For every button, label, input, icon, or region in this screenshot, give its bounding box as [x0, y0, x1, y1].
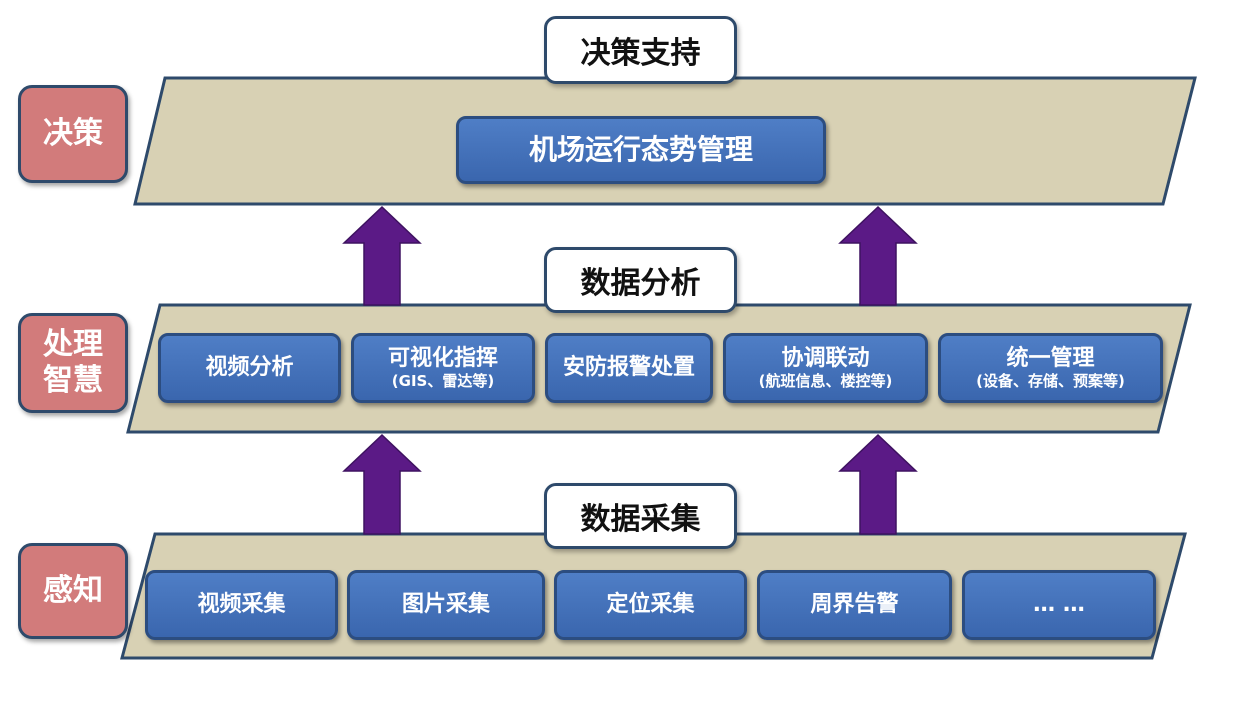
box-main-text: 定位采集 — [606, 592, 695, 618]
side-label-processing: 处理 智慧 — [18, 313, 128, 413]
box-main-text: 统一管理 — [1006, 346, 1095, 372]
box-security-alarm: 安防报警处置 — [545, 333, 713, 403]
layer-title-data-collection: 数据采集 — [544, 483, 737, 549]
box-main-text: 视频分析 — [205, 355, 294, 381]
up-arrow-right-upper — [838, 205, 918, 306]
box-unified-management: 统一管理 (设备、存储、预案等) — [938, 333, 1163, 403]
box-main-text: 安防报警处置 — [562, 355, 695, 381]
up-arrow-left-lower — [342, 433, 422, 535]
box-main-text: 可视化指挥 — [387, 346, 498, 372]
side-label-perception: 感知 — [18, 543, 128, 639]
box-image-collection: 图片采集 — [347, 570, 545, 640]
box-visual-command: 可视化指挥 (GIS、雷达等) — [351, 333, 535, 403]
box-video-collection: 视频采集 — [145, 570, 338, 640]
layer-title-data-analysis: 数据分析 — [544, 247, 737, 313]
box-more: … … — [962, 570, 1156, 640]
box-main-text: … … — [1033, 592, 1085, 618]
layer-title-decision-support: 决策支持 — [544, 16, 737, 84]
box-airport-ops-management: 机场运行态势管理 — [456, 116, 826, 184]
box-main-text: 周界告警 — [810, 592, 899, 618]
side-label-decision: 决策 — [18, 85, 128, 183]
box-sub-text: (GIS、雷达等) — [391, 371, 495, 390]
box-location-collection: 定位采集 — [554, 570, 747, 640]
box-coordination: 协调联动 (航班信息、楼控等) — [723, 333, 928, 403]
box-main-text: 图片采集 — [401, 592, 490, 618]
up-arrow-left-upper — [342, 205, 422, 306]
box-video-analysis: 视频分析 — [158, 333, 341, 403]
box-main-text: 协调联动 — [781, 346, 870, 372]
up-arrow-right-lower — [838, 433, 918, 535]
box-sub-text: (设备、存储、预案等) — [976, 371, 1125, 390]
box-main-text: 视频采集 — [197, 592, 286, 618]
box-perimeter-alarm: 周界告警 — [757, 570, 952, 640]
box-main-text: 机场运行态势管理 — [528, 132, 753, 166]
box-sub-text: (航班信息、楼控等) — [758, 371, 893, 390]
